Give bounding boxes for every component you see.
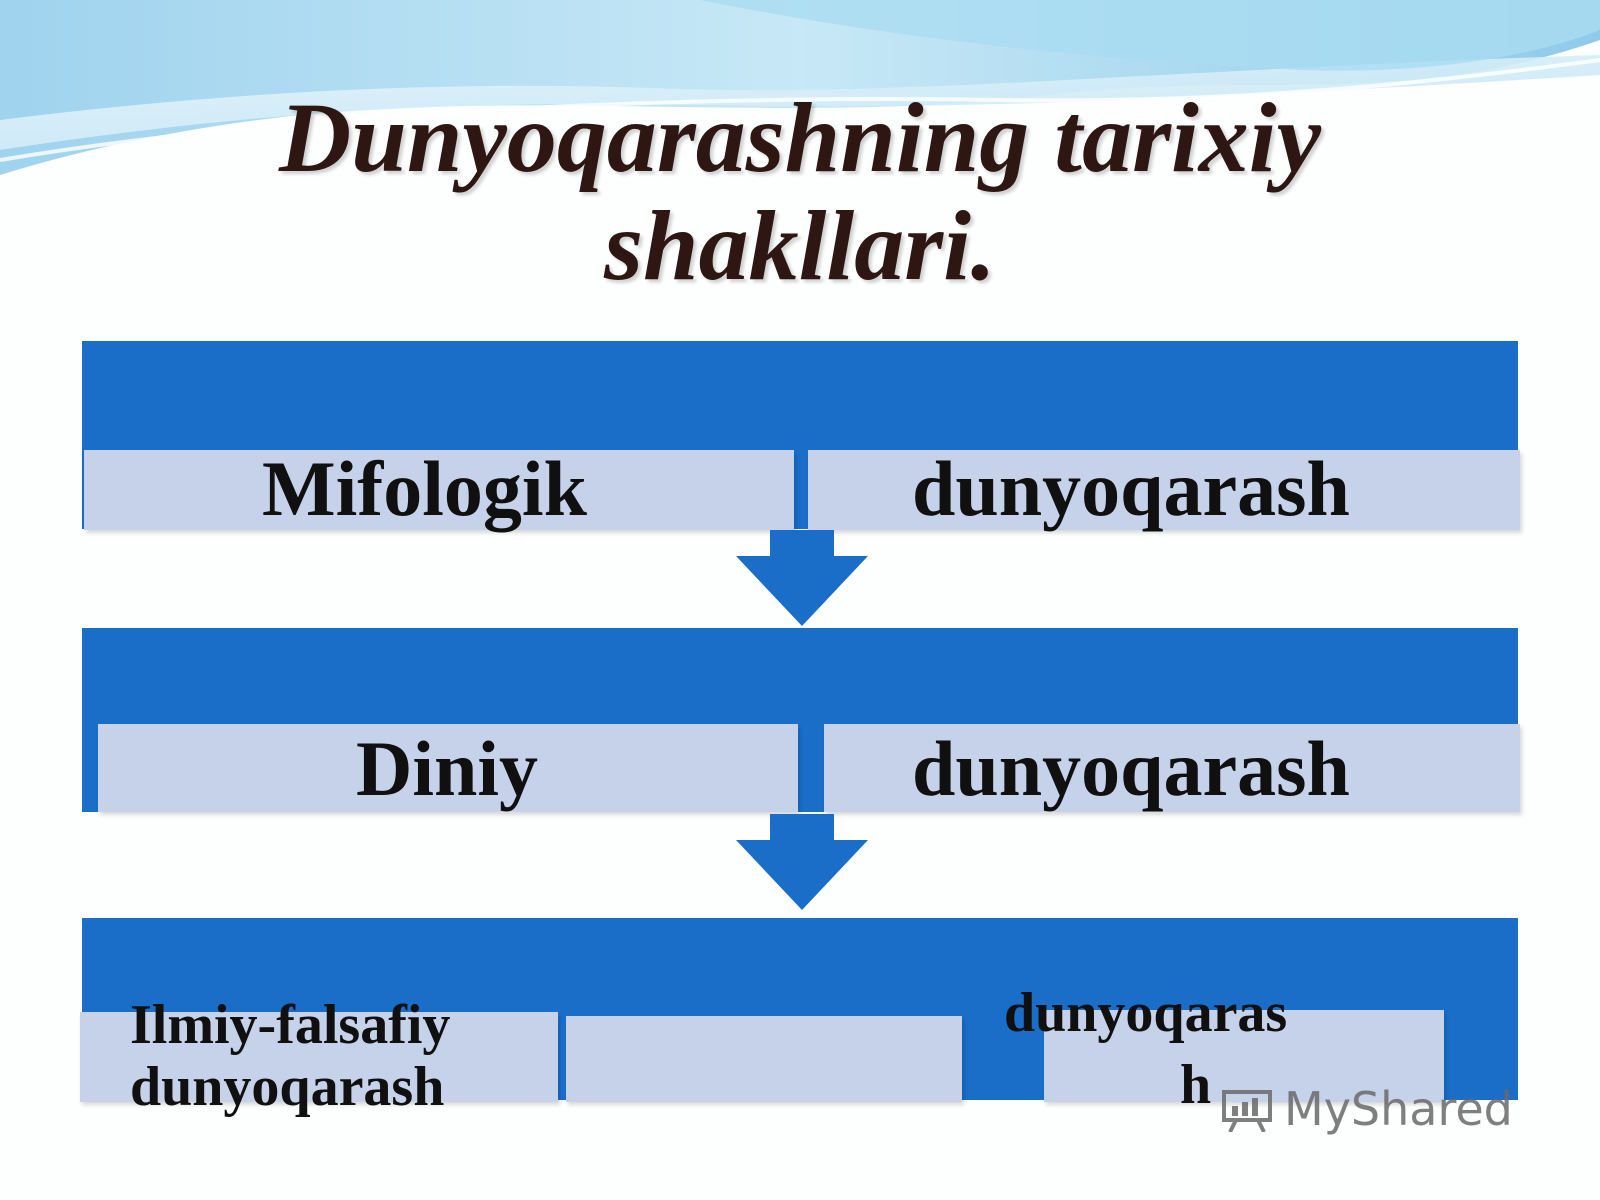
- myshared-watermark: MyShared: [1222, 1082, 1513, 1136]
- stage-2-left-text: Diniy: [356, 725, 539, 812]
- arrow-down-icon: [736, 530, 868, 626]
- stage-1-label-left-box: [84, 450, 794, 530]
- stage-2-label-right-box: [824, 724, 1520, 812]
- arrow-down-icon: [736, 814, 868, 910]
- stage-3-label-left-box: [80, 1012, 558, 1102]
- stage-3-left-text-line-2: dunyoqarash: [130, 1056, 445, 1118]
- stage-2-right-text: dunyoqarash: [912, 725, 1350, 812]
- stage-1-left-text: Mifologik: [262, 445, 587, 532]
- slide-title-line-2: shakllari.: [604, 190, 996, 301]
- stage-3-label-middle-box: [566, 1016, 962, 1102]
- stage-3-label-right-box: [1044, 1010, 1444, 1102]
- stage-1-right-text: dunyoqarash: [912, 445, 1350, 532]
- stage-3-right-text-line-2: h: [1180, 1054, 1212, 1116]
- watermark-text: MyShared: [1284, 1082, 1513, 1136]
- stage-2-label-left-box: [98, 724, 798, 812]
- stage-3-left-text-line-1: Ilmiy-falsafiy: [130, 994, 451, 1056]
- header-wave-decoration: [0, 0, 1600, 175]
- stage-1-label-right-box: [808, 450, 1520, 530]
- myshared-logo-icon: [1222, 1090, 1272, 1132]
- stage-3-right-text-line-1: dunyoqaras: [1004, 982, 1288, 1044]
- slide-title-line-1: Dunyoqarashning tarixiy: [279, 82, 1321, 193]
